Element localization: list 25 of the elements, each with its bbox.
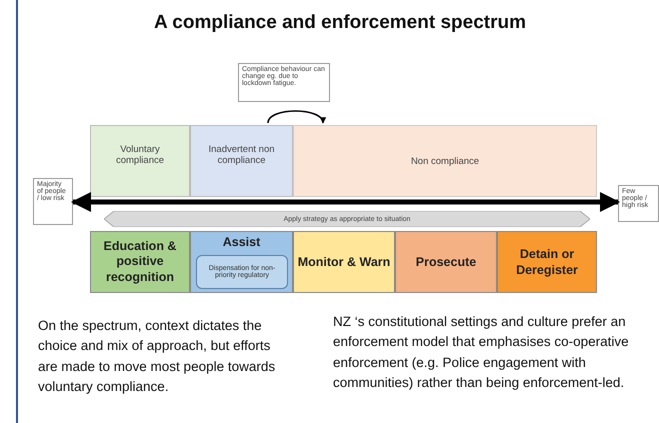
approach-panel xyxy=(497,231,597,293)
paragraph: On the spectrum, context dictates the choice and mix of approach, but efforts are made to move most people towards voluntary compliance. xyxy=(38,317,276,396)
approach-label: Detain or Deregister xyxy=(515,246,579,278)
note-box xyxy=(238,63,330,102)
text-box xyxy=(33,178,73,225)
approach-panel xyxy=(190,231,293,293)
arrow xyxy=(71,192,620,212)
category-panel xyxy=(293,125,597,197)
paragraph: NZ ‘s constitutional settings and culture prefer an enforcement model that emphasises co-operative enforcement (e.g. Police engagement with communities) rather than being enforcement-led. xyxy=(333,313,630,392)
approach-panel xyxy=(293,231,395,293)
approach-panel xyxy=(395,231,497,293)
category-panel xyxy=(190,125,293,197)
approach-label: Assist xyxy=(222,235,260,249)
approach-label: Prosecute xyxy=(416,255,476,269)
note-box xyxy=(196,255,288,289)
category-panel xyxy=(90,125,190,197)
arrow xyxy=(267,110,324,124)
text-box xyxy=(618,185,659,222)
approach-label: Education & positive recognition xyxy=(102,238,178,286)
approach-label: Monitor & Warn xyxy=(298,254,390,270)
approach-panel xyxy=(90,231,190,293)
node-label: Inadvertent non compliance xyxy=(207,144,276,166)
node-label: Voluntary compliance xyxy=(114,144,166,166)
diagram-title: A compliance and enforcement spectrum xyxy=(152,12,527,34)
node-label: Non compliance xyxy=(410,156,480,167)
